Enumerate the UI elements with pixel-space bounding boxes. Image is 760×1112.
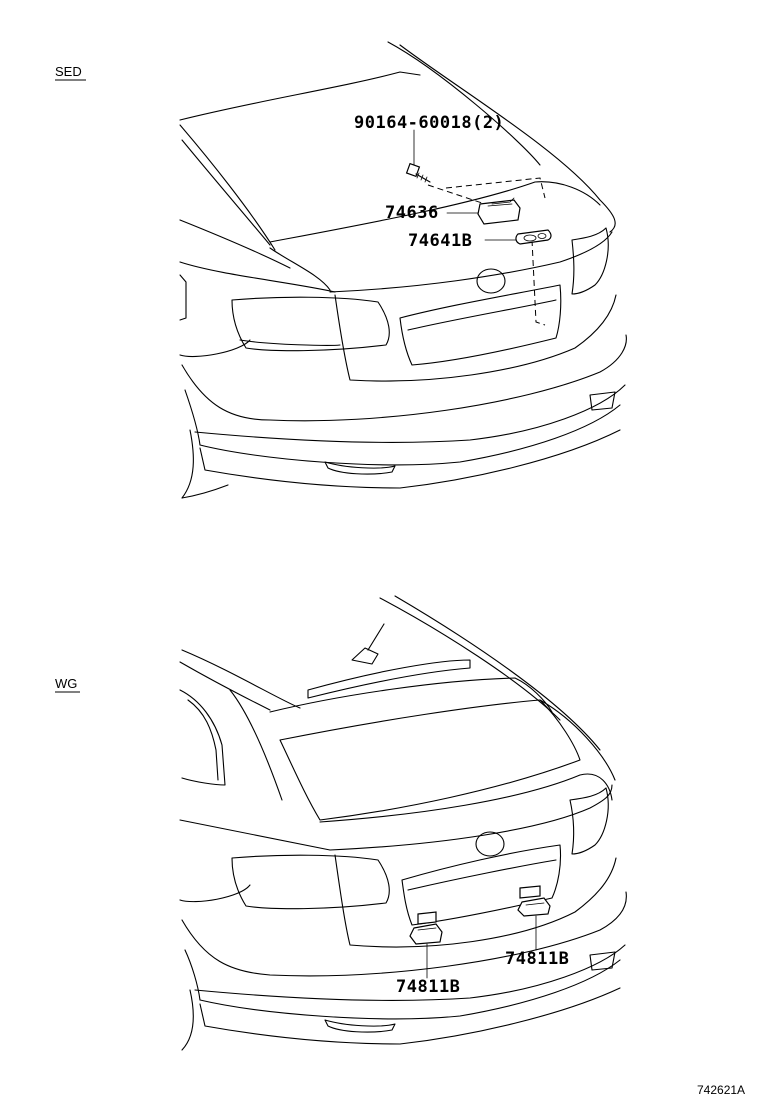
callout-license-lamp-right: 74811B — [505, 949, 569, 969]
sedan-view: SED — [55, 41, 627, 499]
lamp-housing-part — [477, 197, 521, 225]
sedan-parts — [405, 162, 552, 245]
callout-license-lamp-left: 74811B — [396, 977, 460, 997]
callout-lamp-housing: 74636 — [385, 203, 439, 223]
sedan-part-leaders — [413, 129, 546, 326]
wagon-parts — [409, 885, 551, 979]
screw-part — [405, 162, 431, 183]
lamp-lens-part — [515, 229, 552, 245]
sedan-body-outline — [179, 41, 627, 499]
figure-reference: 742621A — [697, 1083, 745, 1097]
license-lamp-left — [409, 911, 443, 945]
wagon-view: WG — [55, 595, 627, 1051]
wagon-label: WG — [55, 676, 77, 691]
license-lamp-right — [517, 885, 551, 917]
callout-screw: 90164-60018(2) — [354, 113, 504, 133]
sedan-label: SED — [55, 64, 82, 79]
callout-lamp-lens: 74641B — [408, 231, 472, 251]
wagon-body-outline — [179, 595, 627, 1051]
